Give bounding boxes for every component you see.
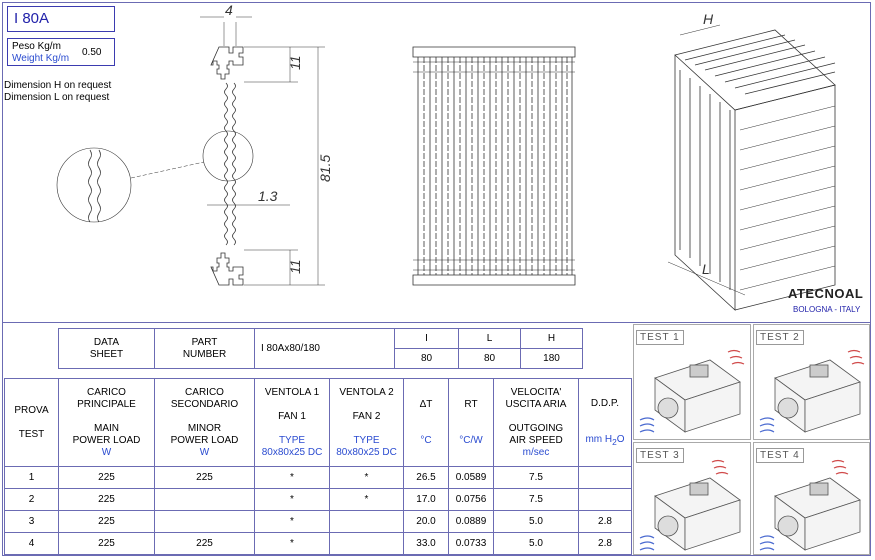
test-3-label: TEST 3 (636, 448, 684, 463)
model-title: I 80A (7, 6, 115, 32)
weight-label-it: Peso Kg/m (12, 41, 61, 52)
profile-web-2 (232, 82, 236, 246)
test-4-heatsink (774, 477, 861, 551)
note-dimension-l: Dimension L on request (4, 92, 110, 103)
brand-location: BOLOGNA - ITALY (793, 305, 861, 314)
table-cell: 225 (154, 532, 255, 555)
dim-height: 81.5 (317, 155, 333, 182)
col-rt: RT°C/W (448, 378, 494, 467)
test-4-label: TEST 4 (756, 448, 804, 463)
label-h: H (703, 11, 714, 27)
profile-section-bottom (210, 252, 244, 286)
ddp-unit: mm H2O (585, 433, 625, 447)
test-2-panel (753, 324, 870, 440)
dim-thickness: 1.3 (258, 188, 278, 204)
dim-fin-bottom: 11 (287, 259, 303, 274)
section-divider (2, 322, 871, 323)
test-3-panel (633, 442, 751, 555)
table-cell: 2.8 (578, 532, 632, 555)
brand-logo-mark: A (788, 286, 797, 301)
test-1-heatsink (654, 359, 741, 433)
dim-i-value: 80 (394, 348, 459, 369)
test-2-label: TEST 2 (756, 330, 804, 345)
test-3-heatsink (654, 477, 741, 551)
front-view-fins (412, 46, 576, 286)
test-1-label: TEST 1 (636, 330, 684, 345)
profile-section (210, 46, 244, 80)
note-dimension-h: Dimension H on request (4, 80, 112, 91)
part-number-value: I 80Ax80/180 (254, 328, 395, 369)
profile-web (224, 82, 228, 246)
weight-value: 0.50 (82, 47, 102, 58)
test-4-panel (753, 442, 870, 555)
col-delta-t: ΔT°C (403, 378, 449, 467)
weight-box: Peso Kg/m Weight Kg/m 0.50 (7, 38, 115, 66)
dim-top: 4 (225, 2, 233, 18)
isometric-view (667, 24, 836, 311)
dim-fin-top: 11 (287, 55, 303, 70)
brand-logo: ATECNOAL (788, 286, 864, 301)
dim-h-value: 180 (520, 348, 583, 369)
label-l: L (702, 261, 710, 277)
test-2-heatsink (774, 359, 861, 433)
test-1-panel (633, 324, 751, 440)
dim-l-value: 80 (458, 348, 521, 369)
heatsink-drawing: 4 11 81.5 1.3 11 H L (56, 2, 836, 311)
weight-label-en: Weight Kg/m (12, 53, 70, 64)
